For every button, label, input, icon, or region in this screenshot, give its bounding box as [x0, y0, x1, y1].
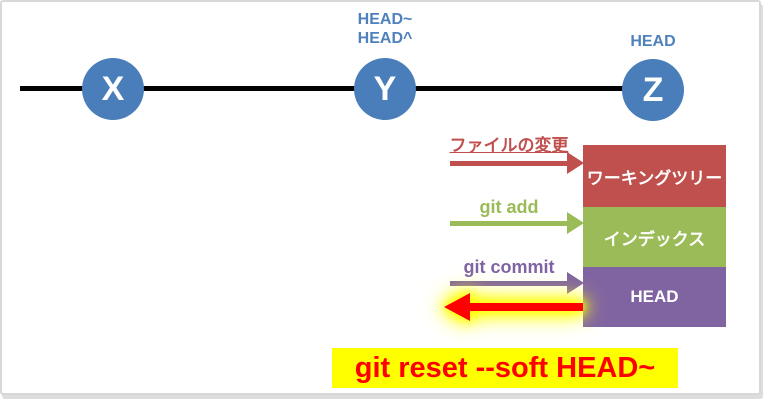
head-label: HEAD: [630, 33, 676, 50]
head-tilde-caret-label: HEAD~ HEAD^: [325, 10, 445, 48]
git-reset-caption: git reset --soft HEAD~: [332, 348, 678, 388]
commit-history-line: [20, 86, 654, 91]
git-commit-arrowhead-icon: [567, 272, 584, 294]
commit-node-y-label: Y: [373, 70, 397, 108]
commit-node-z-label: Z: [642, 71, 664, 109]
git-add-arrowhead-icon: [567, 212, 584, 234]
working-tree-box: ワーキングツリー: [583, 145, 726, 207]
reset-soft-arrowhead-icon: [444, 293, 470, 321]
git-reset-caption-text: git reset --soft HEAD~: [354, 351, 656, 384]
index-label: インデックス: [603, 229, 706, 249]
git-add-label: git add: [479, 197, 539, 217]
file-change-arrowhead-icon: [567, 152, 584, 174]
git-commit-label: git commit: [463, 257, 555, 277]
git-commit-arrow: [450, 281, 568, 286]
commit-node-z: Z: [622, 59, 684, 121]
head-box-label: HEAD: [630, 287, 679, 306]
working-tree-label: ワーキングツリー: [586, 168, 723, 188]
index-box: インデックス: [583, 207, 726, 267]
head-tilde-label: HEAD~: [357, 11, 413, 28]
file-change-arrow: [450, 161, 568, 166]
file-change-label: ファイルの変更: [449, 136, 569, 155]
reset-soft-arrow-shaft: [466, 303, 583, 311]
commit-node-x-label: X: [101, 70, 125, 108]
head-box: HEAD: [583, 267, 726, 327]
commit-node-y: Y: [354, 58, 416, 120]
git-add-arrow: [450, 221, 568, 226]
commit-node-x: X: [82, 58, 144, 120]
head-caret-label: HEAD^: [357, 30, 413, 47]
